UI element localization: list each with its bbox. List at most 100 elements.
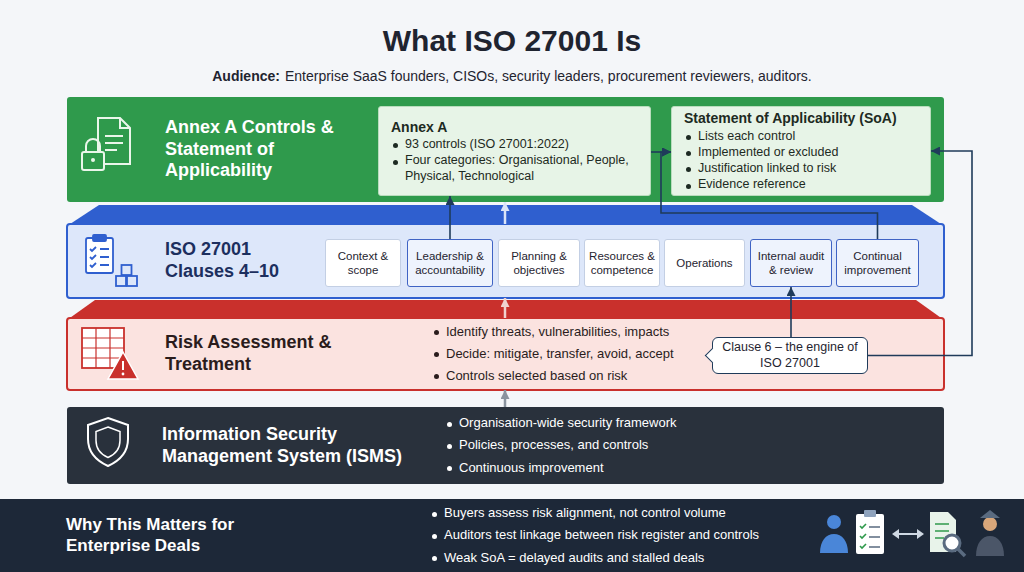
exchange-arrow — [896, 533, 920, 535]
red-band — [67, 318, 944, 390]
bullet-item: Organisation-wide security framework — [445, 412, 676, 434]
band-heading: Risk Assessment & Treatment — [165, 332, 380, 376]
shield-icon — [88, 418, 128, 466]
magnifier-handle — [958, 549, 965, 556]
connector-arrow — [449, 196, 451, 239]
bullet-item: Auditors test linkage between risk regis… — [430, 524, 759, 546]
clause-label: Planning & objectives — [502, 249, 576, 278]
lock-document-icon — [82, 118, 130, 170]
keyhole — [91, 158, 95, 162]
clause-box: Operations — [664, 239, 745, 287]
bullet-list: Identify threats, vulnerabilities, impac… — [432, 321, 674, 387]
heading-holder: Information Security Management System (… — [162, 424, 427, 468]
dark-band — [67, 407, 944, 484]
exchange-head — [892, 529, 899, 539]
layer-band: Context & scope Leadership & accountabili… — [67, 224, 944, 298]
box-heading: Annex A — [391, 118, 638, 136]
stack-block — [122, 265, 132, 275]
auditor-hat — [980, 510, 1000, 518]
bullet-item: Decide: mitigate, transfer, avoid, accep… — [432, 343, 674, 365]
warning-triangle — [108, 352, 138, 379]
band-heading: Annex A Controls & Statement of Applicab… — [165, 117, 365, 183]
bullet-item: Policies, processes, and controls — [445, 434, 676, 456]
clause-box: Leadership & accountability — [407, 239, 493, 287]
bullet-item: Buyers assess risk alignment, not contro… — [430, 502, 759, 524]
bullet-item: Implemented or excluded — [684, 145, 918, 160]
green-band — [67, 97, 944, 202]
clause-label: Leadership & accountability — [411, 249, 489, 278]
deal-icons — [820, 510, 1004, 556]
clause-box: Context & scope — [325, 239, 401, 287]
connector-arrow — [504, 390, 507, 407]
clipboard-icon — [86, 235, 137, 286]
document-lines — [105, 136, 123, 150]
heading-holder: Risk Assessment & Treatment — [165, 332, 380, 376]
box-heading: Statement of Applicability (SoA) — [684, 109, 918, 127]
band-heading: ISO 27001 Clauses 4–10 — [165, 239, 315, 283]
clipboard-board — [86, 238, 113, 273]
clause-label: Continual improvement — [840, 249, 915, 278]
bullet-item: 93 controls (ISO 27001:2022) — [391, 137, 638, 152]
callout-text: Clause 6 – the engine of ISO 27001 — [721, 340, 859, 371]
check-marks — [90, 247, 96, 267]
bullet-list: Organisation-wide security frameworkPoli… — [445, 412, 676, 478]
connector-arrow — [504, 202, 507, 224]
bullet-item: Four categories: Organisational, People,… — [391, 153, 638, 184]
clause-label: Context & scope — [329, 249, 397, 278]
band-heading: Why This Matters for Enterprise Deals — [66, 515, 296, 556]
blue-band — [67, 224, 944, 298]
bullet-item: Justification linked to risk — [684, 161, 918, 176]
heading-holder: Annex A Controls & Statement of Applicab… — [165, 117, 365, 183]
clause-box: Resources & competence — [584, 239, 660, 287]
bullet-item: Evidence reference — [684, 177, 918, 192]
bullet-item: Continuous improvement — [445, 457, 676, 479]
content-box: Annex A93 controls (ISO 27001:2022)Four … — [378, 106, 651, 196]
lock-shackle — [86, 139, 100, 152]
bullet-item: Controls selected based on risk — [432, 365, 674, 387]
risk-grid-icon — [82, 328, 138, 379]
buyer-head — [827, 515, 841, 529]
heading-holder: ISO 27001 Clauses 4–10 — [165, 239, 315, 283]
shield-inner — [96, 427, 120, 458]
auditor-head — [983, 517, 997, 531]
lock-body — [82, 152, 104, 170]
exchange-head — [917, 529, 924, 539]
heading-holder: Why This Matters for Enterprise Deals — [66, 515, 296, 556]
bullet-item: Lists each control — [684, 129, 918, 144]
clause-box: Planning & objectives — [498, 239, 580, 287]
checklist-clip — [864, 510, 876, 517]
magnifier-lens — [944, 535, 960, 551]
content-box: Statement of Applicability (SoA) Lists ea… — [671, 106, 931, 196]
connector-arrow — [504, 298, 507, 318]
auditor-body — [976, 536, 1004, 556]
clause-box: Continual improvement — [836, 239, 919, 287]
bullet-list: Buyers assess risk alignment, not contro… — [430, 502, 759, 568]
clause-box: Internal audit & review — [750, 239, 832, 287]
shield-outer — [88, 418, 128, 466]
buyer-body — [820, 534, 848, 553]
bullet-item: Identify threats, vulnerabilities, impac… — [432, 321, 674, 343]
layer-band: Clause 6 – the engine of ISO 27001 Risk A… — [67, 318, 944, 390]
clause-label: Resources & competence — [588, 249, 656, 278]
connector-arrow — [790, 287, 792, 337]
bullet-item: Weak SoA = delayed audits and stalled de… — [430, 547, 759, 569]
check-lines — [100, 249, 109, 265]
checklist-ticks — [860, 524, 866, 548]
stack-block — [116, 276, 126, 286]
title: What ISO 27001 Is — [0, 24, 1024, 58]
warning-dot — [122, 373, 125, 376]
clause-label: Internal audit & review — [754, 249, 828, 278]
audience-text: Enterprise SaaS founders, CISOs, securit… — [285, 68, 812, 84]
document-fold — [120, 118, 130, 128]
checklist-board — [856, 514, 884, 554]
warning-bar — [122, 361, 124, 370]
clause-label: Operations — [676, 256, 732, 270]
checklist-lines — [869, 527, 880, 547]
audience-label: Audience: — [212, 68, 280, 84]
bottom-bar — [0, 499, 1024, 572]
audience-line: Audience: Enterprise SaaS founders, CISOs… — [0, 68, 1024, 84]
layer-band: Why This Matters for Enterprise Deals Buy… — [0, 499, 1024, 572]
layer-band: Information Security Management System (… — [67, 407, 944, 484]
band-heading: Information Security Management System (… — [162, 424, 427, 468]
